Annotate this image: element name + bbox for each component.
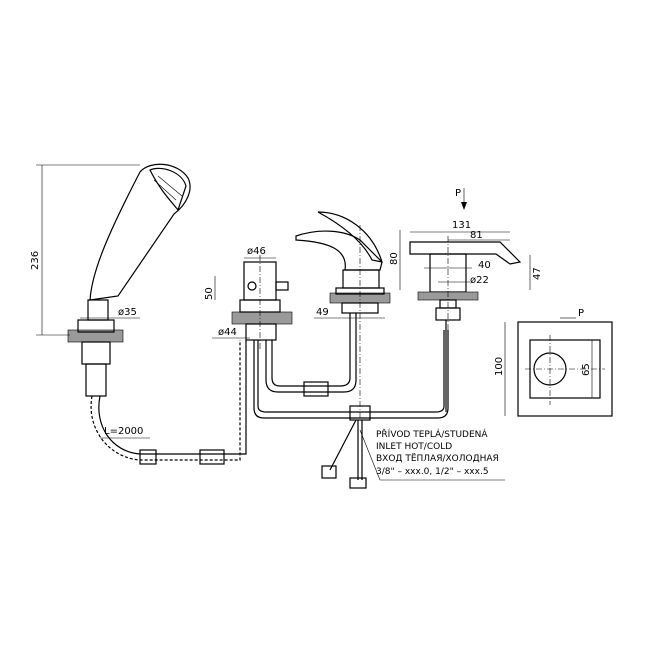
dim-47: 47 — [532, 267, 543, 280]
dim-50: 50 — [204, 287, 215, 300]
shower-height-dimension: 236 — [30, 164, 140, 336]
dim-40: 40 — [478, 260, 491, 271]
note-line-ru: ВХОД ТЁПЛАЯ/ХОЛОДНАЯ — [376, 453, 499, 464]
dim-35: ø35 — [118, 307, 137, 318]
dim-49: 49 — [316, 307, 329, 318]
supply-pipes — [253, 313, 449, 489]
dim-100: 100 — [494, 357, 505, 376]
dim-80: 80 — [389, 252, 400, 265]
hose — [90, 340, 247, 465]
side-view — [409, 236, 522, 412]
note-line-cz: PŘÍVOD TEPLÁ/STUDENÁ — [376, 428, 488, 440]
mixer — [295, 211, 391, 420]
view-marker-p: P — [455, 188, 461, 199]
dim-81: 81 — [470, 230, 483, 241]
dim-46: ø46 — [247, 246, 266, 257]
inlet-note: PŘÍVOD TEPLÁ/STUDENÁ INLET HOT/COLD ВХОД… — [376, 428, 499, 477]
view-marker-p-top: P — [578, 308, 584, 319]
dim-22: ø22 — [470, 275, 489, 286]
note-line-en: INLET HOT/COLD — [376, 442, 452, 452]
diverter — [231, 255, 293, 350]
dim-131: 131 — [452, 220, 471, 231]
top-view-plate — [517, 321, 613, 417]
dim-65: 65 — [581, 363, 592, 376]
dim-44: ø44 — [218, 327, 237, 338]
dim-236: 236 — [30, 251, 41, 270]
hand-shower — [67, 163, 191, 397]
note-line-sizes: 3/8" – xxx.0, 1/2" – xxx.5 — [376, 467, 489, 477]
dim-hose-length: L=2000 — [104, 426, 143, 437]
